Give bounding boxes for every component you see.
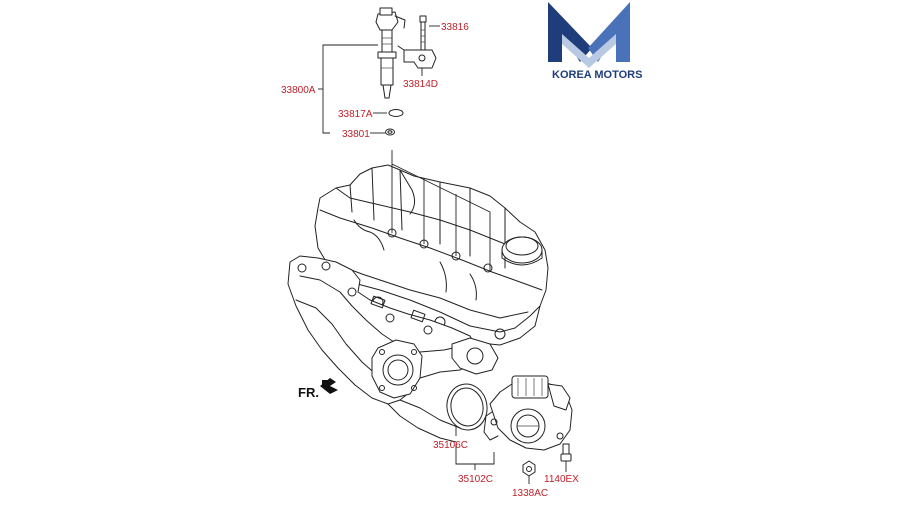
callout-35106c: 35106C [433, 440, 468, 451]
fr-label: FR. [298, 385, 319, 400]
logo-right-stroke [588, 2, 630, 62]
throttle-body-35102c [483, 375, 573, 451]
logo-left-stroke [548, 2, 592, 62]
callout-1140ex: 1140EX [544, 474, 579, 485]
brand-name: KOREA MOTORS [552, 69, 642, 81]
washer-33801 [385, 128, 395, 136]
callout-33814d: 33814D [403, 79, 438, 90]
cylinder-head [314, 150, 549, 346]
nut-1338ac [522, 460, 536, 484]
front-direction-marker: FR. [298, 378, 338, 400]
bolt-33816 [419, 15, 427, 59]
callout-35102c: 35102C [458, 474, 493, 485]
bracket-33800a [322, 44, 330, 134]
callout-1338ac: 1338AC [512, 488, 548, 499]
callout-33801: 33801 [342, 129, 370, 140]
bolt-1140ex [560, 443, 572, 472]
callout-33817a: 33817A [338, 109, 373, 120]
logo-center-v [562, 34, 616, 68]
front-arrow-icon [320, 378, 338, 394]
callout-33816: 33816 [441, 22, 469, 33]
o-ring-33817a [388, 109, 404, 117]
intake-manifold [287, 255, 499, 443]
korea-motors-logo: KOREA MOTORS [548, 2, 642, 81]
gasket-35106c [446, 383, 488, 431]
clamp-33814d [397, 45, 437, 69]
fuel-injector [375, 7, 406, 99]
callout-33800a: 33800A [281, 85, 316, 96]
